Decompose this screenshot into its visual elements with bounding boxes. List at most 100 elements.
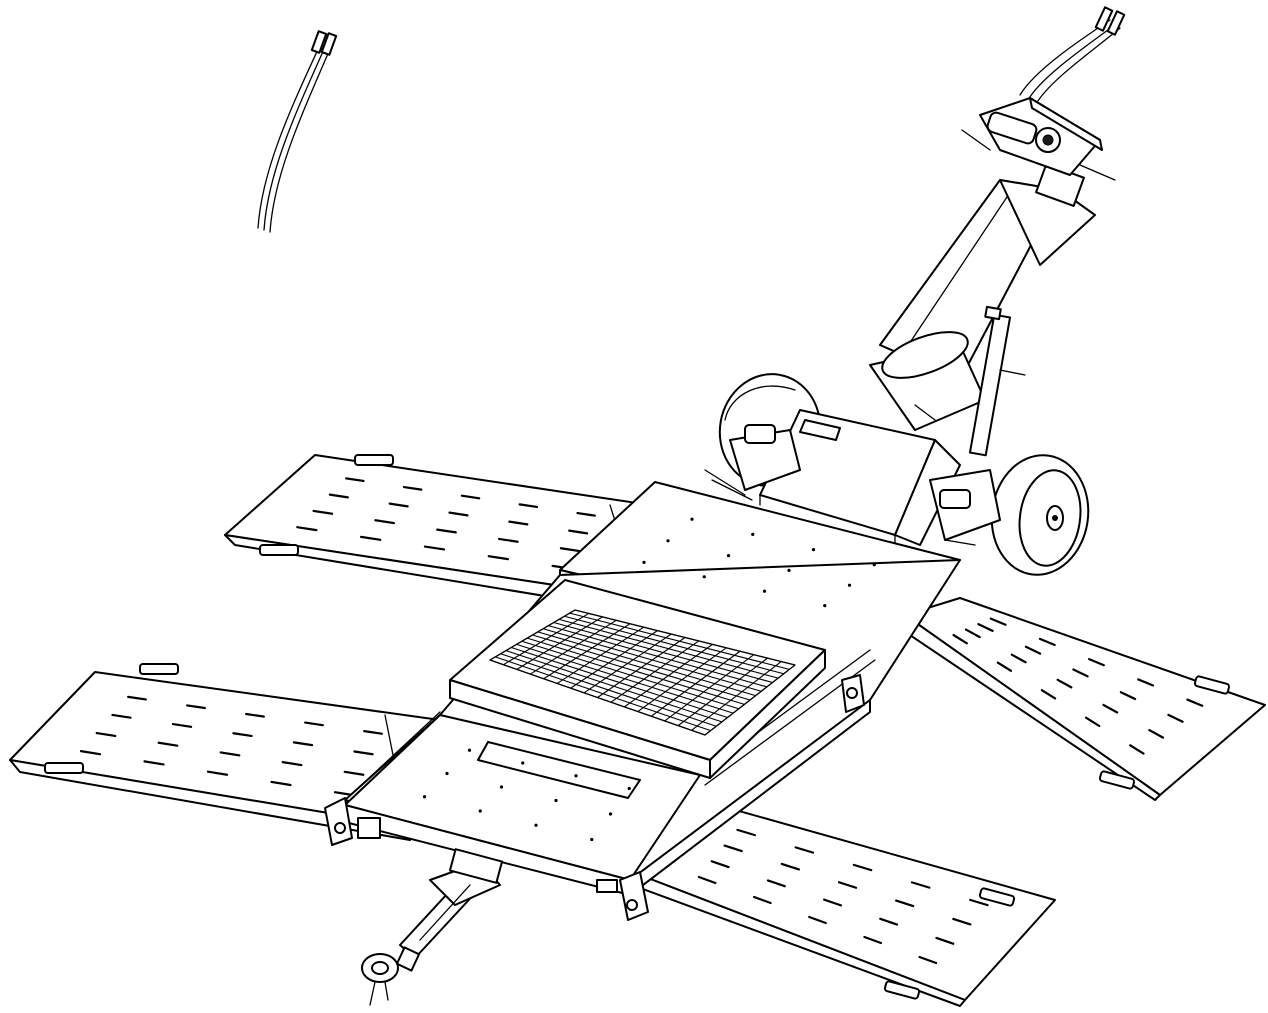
deck-rivet xyxy=(554,798,558,803)
ramp-slot xyxy=(363,730,383,735)
grid-line xyxy=(564,615,784,675)
grid-line xyxy=(558,618,779,679)
grid-line xyxy=(610,640,700,703)
ramp-slot xyxy=(952,633,968,645)
ramp-slot xyxy=(989,617,1007,626)
deck-rivet xyxy=(811,548,816,552)
jack-stand xyxy=(968,305,1026,457)
grid-line xyxy=(691,661,782,731)
ramp-slot xyxy=(852,863,873,872)
ramp-slot xyxy=(710,860,730,869)
ramp-slot xyxy=(794,846,815,854)
deck-rivet xyxy=(642,560,646,565)
left-wheel-linkage xyxy=(704,424,801,501)
ramp-slot xyxy=(863,935,883,945)
ramp-slot xyxy=(736,828,756,837)
ramp-slot xyxy=(1040,689,1057,700)
ramp-slot xyxy=(964,628,981,639)
deck-rivet xyxy=(534,823,538,827)
ramp-slot xyxy=(1137,678,1155,687)
ramp-slot xyxy=(1024,645,1042,655)
ramp-slot xyxy=(723,844,743,853)
grid-line xyxy=(637,647,727,713)
ramp-slot xyxy=(353,750,374,756)
tow-hitch xyxy=(361,946,421,1006)
ramp-slot xyxy=(423,545,446,551)
grid-line xyxy=(542,628,762,692)
ramp-slot xyxy=(822,898,843,907)
ramp-slot xyxy=(402,485,423,491)
ramp-slot xyxy=(487,555,510,561)
deck-rivet xyxy=(521,761,525,765)
ramp-slot xyxy=(576,511,596,517)
deck-rivet xyxy=(422,795,427,799)
ramp-slot xyxy=(186,704,206,710)
ramp-back-left xyxy=(224,454,651,611)
ramp-slot xyxy=(345,477,365,483)
grid-line xyxy=(677,657,768,727)
deck-rivet xyxy=(751,532,755,537)
ramp-slot xyxy=(1167,713,1184,723)
deck-rivet xyxy=(872,563,876,567)
ramp-slot xyxy=(171,722,193,728)
deck-rivet xyxy=(478,809,482,813)
deck-rivet xyxy=(847,583,852,587)
ramp-slot xyxy=(143,760,165,766)
ramp-front-right xyxy=(631,799,1056,1007)
ramp-slot xyxy=(996,661,1013,672)
ramp-slot xyxy=(518,503,539,509)
ramp-slot xyxy=(1056,678,1073,689)
ramp-slot xyxy=(359,535,382,541)
ramp-slot xyxy=(559,547,581,553)
ramp-slot xyxy=(1186,698,1204,707)
ramp-slot xyxy=(837,881,858,889)
ramp-slot xyxy=(127,695,147,701)
deck-rivet xyxy=(499,785,504,789)
ramp-slot xyxy=(1072,668,1089,678)
ramp-slot xyxy=(157,741,179,747)
ramp-slot xyxy=(328,493,349,499)
ramp-slot xyxy=(1129,744,1145,755)
ramp-slot xyxy=(388,502,409,508)
ramp-slot xyxy=(766,879,786,888)
ramp-slot xyxy=(918,955,938,965)
deck-rivet xyxy=(627,786,631,791)
ramp-slot xyxy=(808,915,827,925)
ramp-slot xyxy=(952,917,972,926)
ramp-slot xyxy=(312,509,334,515)
ramp-slot xyxy=(206,770,229,776)
grid-line xyxy=(664,654,755,722)
ramp-slot xyxy=(1084,716,1101,728)
deck-rivet xyxy=(445,771,449,776)
ramp-slot xyxy=(780,862,801,871)
ramp-slot xyxy=(292,741,314,747)
ramp-slot xyxy=(1038,637,1056,647)
deck-rivet xyxy=(762,589,767,593)
ramp-slot xyxy=(935,936,955,945)
deck-rivet xyxy=(690,517,694,521)
ramp-slot xyxy=(343,770,365,776)
ramp-slot xyxy=(374,519,396,525)
ramp-slot xyxy=(95,731,117,738)
ramp-slot xyxy=(1119,691,1137,701)
ramp-slot-marks xyxy=(79,477,1204,965)
ramp-slot xyxy=(79,750,102,756)
ramp-slot xyxy=(910,881,931,889)
ramp-slot xyxy=(977,622,994,633)
ramp-slot xyxy=(894,899,915,908)
deck-rivet xyxy=(702,575,706,579)
deck-rivet xyxy=(666,539,670,543)
ramp-slot xyxy=(219,751,241,757)
ramp-slot xyxy=(448,511,469,517)
ramp-slot xyxy=(111,713,132,719)
ramp-slot xyxy=(232,732,253,738)
ramp-slot xyxy=(304,721,324,727)
tow-arm xyxy=(399,848,504,959)
deck-rivet xyxy=(726,554,731,558)
ramp-slot xyxy=(508,520,529,526)
ramp-slot xyxy=(296,526,318,532)
grid-line xyxy=(537,631,756,697)
ramp-slot xyxy=(436,528,457,534)
